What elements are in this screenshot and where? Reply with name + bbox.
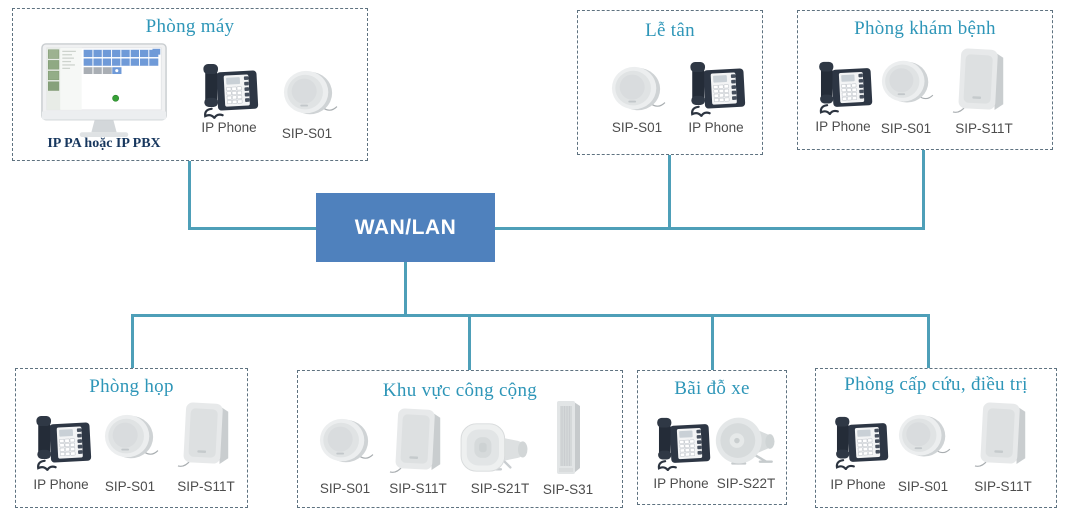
device-label: SIP-S01: [880, 121, 932, 136]
group-title: Phòng máy: [145, 16, 235, 37]
group-title: Phòng họp: [89, 376, 174, 397]
device-label: IP Phone: [653, 476, 709, 491]
pa-server-icon: [40, 42, 168, 139]
group-title: Phòng khám bệnh: [854, 18, 996, 39]
device-label: SIP-S11T: [389, 481, 447, 496]
ip-phone-icon: [813, 60, 875, 115]
connector-line: [188, 161, 191, 228]
device-label: SIP-S01: [319, 481, 371, 496]
connector-line: [711, 314, 714, 370]
connector-line: [131, 314, 134, 368]
device-label: IP Phone: [815, 119, 871, 134]
device-label: IP Phone: [830, 477, 886, 492]
device-label: SIP-S11T: [974, 479, 1032, 494]
connector-line: [922, 150, 925, 227]
wan-lan-hub: WAN/LAN: [316, 193, 495, 262]
ip-phone-icon: [829, 414, 891, 471]
ceiling-speaker-icon: [895, 412, 951, 463]
connector-line: [131, 314, 930, 317]
device-label: SIP-S31: [542, 482, 594, 497]
device-label: IP Phone: [33, 477, 89, 492]
device-label: SIP-S11T: [177, 479, 235, 494]
ip-phone-icon: [197, 62, 261, 119]
ip-phone-icon: [684, 60, 748, 117]
ceiling-speaker-icon: [280, 68, 338, 121]
wan-lan-label: WAN/LAN: [354, 215, 457, 239]
ip-phone-icon: [651, 416, 713, 471]
column-speaker-icon: [552, 398, 584, 478]
ceiling-speaker-icon: [608, 64, 666, 117]
wall-speaker-icon: [177, 400, 235, 470]
device-label: SIP-S01: [281, 126, 333, 141]
wall-speaker-icon: [952, 46, 1010, 116]
wall-speaker-icon: [974, 400, 1032, 470]
group-title: Khu vực công cộng: [382, 380, 538, 401]
ceiling-speaker-icon: [101, 412, 159, 465]
group-title: Lễ tân: [645, 20, 695, 41]
connector-line: [927, 314, 930, 368]
horn-speaker-icon: [714, 414, 780, 469]
wall-speaker-icon: [389, 406, 447, 476]
ip-phone-icon: [30, 414, 94, 471]
ceiling-speaker-icon: [878, 58, 934, 109]
connector-line: [495, 227, 925, 230]
device-label: SIP-S01: [104, 479, 156, 494]
device-label: IP Phone: [688, 120, 744, 135]
group-title: Bãi đỗ xe: [674, 378, 750, 399]
device-label: SIP-S21T: [470, 481, 530, 496]
connector-line: [668, 155, 671, 227]
device-label: IP Phone: [201, 120, 257, 135]
connector-line: [188, 227, 318, 230]
connector-line: [468, 314, 471, 370]
device-label: IP PA hoặc IP PBX: [47, 136, 161, 151]
horn-speaker-icon: [459, 420, 539, 475]
group-title: Phòng cấp cứu, điều trị: [844, 374, 1028, 395]
device-label: SIP-S11T: [955, 121, 1013, 136]
device-label: SIP-S01: [897, 479, 949, 494]
ceiling-speaker-icon: [316, 416, 374, 469]
device-label: SIP-S01: [611, 120, 663, 135]
device-label: SIP-S22T: [716, 476, 776, 491]
connector-line: [404, 262, 407, 317]
